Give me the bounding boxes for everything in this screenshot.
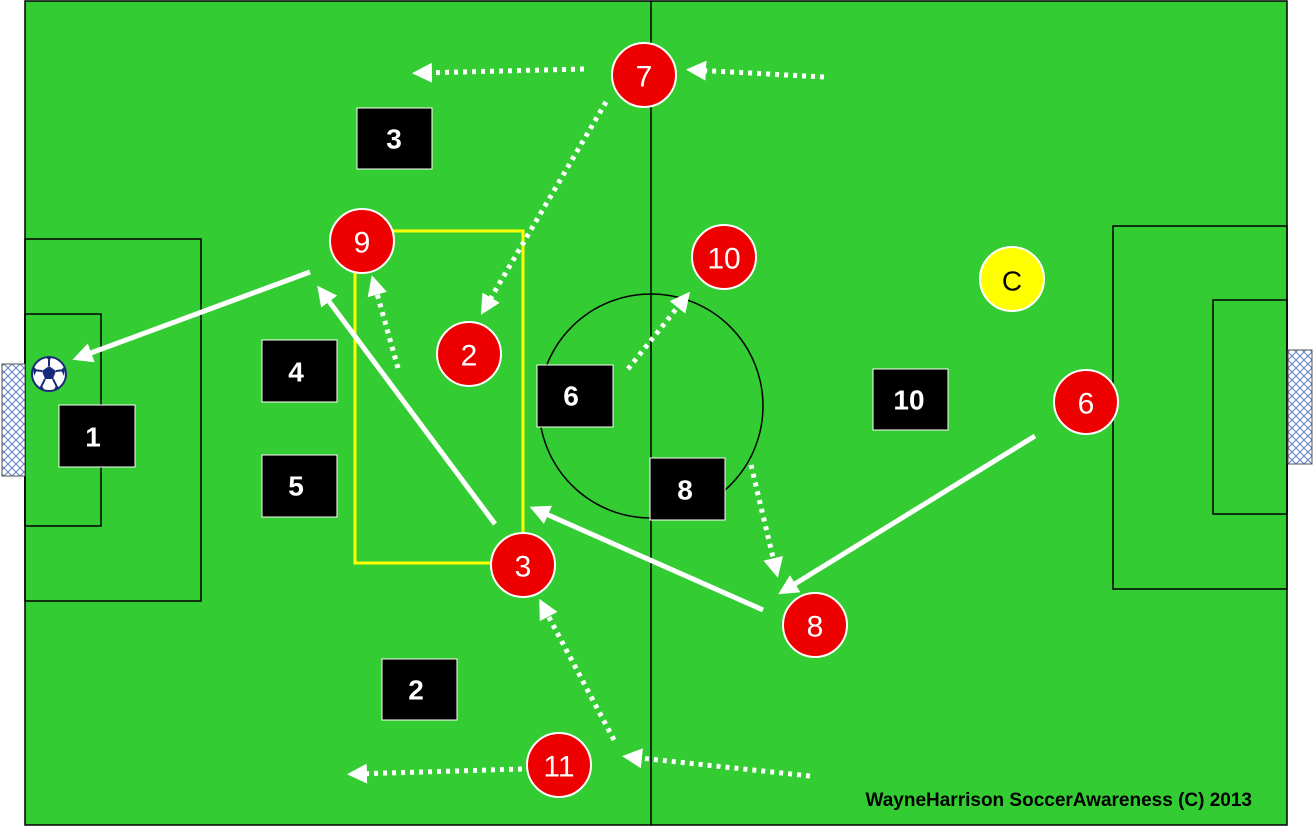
defender-player: 2 xyxy=(381,658,458,721)
svg-text:4: 4 xyxy=(288,357,304,388)
run-line xyxy=(626,291,691,371)
svg-text:8: 8 xyxy=(807,611,824,644)
soccer-ball-icon xyxy=(31,356,67,392)
attacker-player: 6 xyxy=(1053,369,1119,435)
svg-text:6: 6 xyxy=(563,381,579,412)
svg-text:10: 10 xyxy=(893,385,924,416)
defender-player: 1 xyxy=(58,404,136,468)
attacker-player: 10 xyxy=(691,224,757,290)
run-line xyxy=(480,100,609,315)
attacker-player: 7 xyxy=(611,42,677,108)
defender-player: 3 xyxy=(356,107,433,170)
svg-text:C: C xyxy=(1002,266,1022,297)
defender-player: 5 xyxy=(261,454,338,518)
svg-text:2: 2 xyxy=(408,675,424,706)
attacker-player: 9 xyxy=(329,208,395,274)
defender-player: 8 xyxy=(649,457,726,521)
svg-text:3: 3 xyxy=(515,551,532,584)
credit-text: WayneHarrison SoccerAwareness (C) 2013 xyxy=(865,790,1252,811)
attacker-player: 2 xyxy=(436,321,502,387)
svg-text:2: 2 xyxy=(461,340,478,373)
right-goal-area xyxy=(1212,299,1288,515)
attacker-player: 8 xyxy=(782,592,848,658)
run-line xyxy=(367,275,401,369)
coach-marker: C xyxy=(979,246,1045,312)
defender-player: 4 xyxy=(261,339,338,403)
svg-text:5: 5 xyxy=(288,471,304,502)
run-line xyxy=(412,62,585,83)
svg-text:7: 7 xyxy=(636,61,653,94)
pass-line xyxy=(72,269,311,363)
svg-text:8: 8 xyxy=(677,475,693,506)
defender-player: 10 xyxy=(872,368,949,431)
svg-text:1: 1 xyxy=(85,422,101,453)
left-goal-net xyxy=(1,363,26,477)
svg-text:9: 9 xyxy=(354,227,371,260)
attacker-player: 11 xyxy=(526,732,592,798)
svg-text:3: 3 xyxy=(386,124,402,155)
defender-player: 6 xyxy=(536,364,614,428)
run-line xyxy=(347,763,523,784)
run-line xyxy=(686,60,825,81)
svg-text:6: 6 xyxy=(1078,388,1095,421)
pass-line xyxy=(529,505,765,613)
pass-line xyxy=(317,285,498,526)
pass-line xyxy=(778,433,1037,595)
right-goal-net xyxy=(1287,349,1313,465)
svg-text:11: 11 xyxy=(543,751,574,784)
run-line xyxy=(622,748,811,779)
attacker-player: 3 xyxy=(490,532,556,598)
yellow-zone xyxy=(353,229,525,565)
run-line xyxy=(539,598,617,742)
svg-text:10: 10 xyxy=(707,243,740,276)
